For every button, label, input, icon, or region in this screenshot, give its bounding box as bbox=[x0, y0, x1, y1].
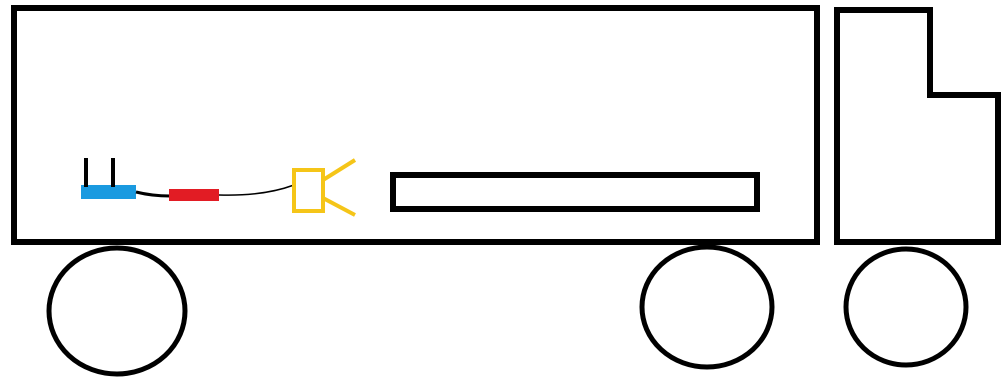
long-bar bbox=[390, 172, 760, 212]
truck-cab bbox=[834, 7, 1001, 245]
router-icon bbox=[81, 158, 136, 199]
wheel-middle bbox=[639, 244, 775, 370]
trailer-body bbox=[11, 5, 820, 245]
cable-router-to-red-device bbox=[135, 190, 171, 198]
wheel-front bbox=[843, 246, 969, 368]
red-device bbox=[169, 189, 219, 201]
speaker-cone bbox=[321, 158, 357, 217]
cable-red-device-to-speaker bbox=[218, 184, 295, 196]
speaker-box bbox=[292, 168, 325, 213]
speaker-icon bbox=[292, 158, 357, 217]
wheel-rear bbox=[46, 245, 188, 377]
router-body bbox=[81, 185, 136, 199]
